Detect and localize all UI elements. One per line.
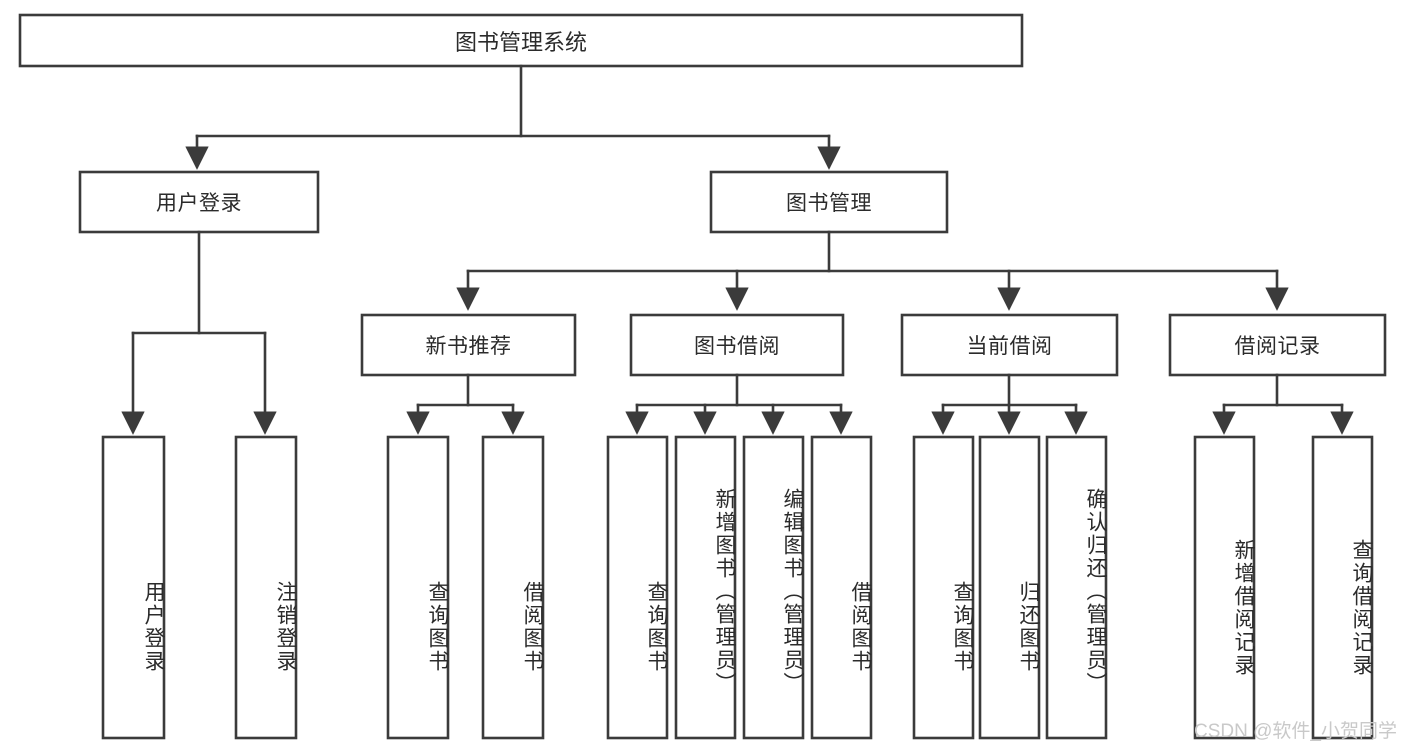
node-book-management[interactable] bbox=[709, 170, 949, 234]
node-current-borrow[interactable] bbox=[900, 313, 1119, 377]
leaf-box-add-book[interactable] bbox=[674, 435, 737, 740]
leaf-box-borrow-book-1[interactable] bbox=[481, 435, 545, 740]
leaf-box-query-book-3[interactable] bbox=[912, 435, 975, 740]
leaf-box-borrow-book-2[interactable] bbox=[810, 435, 873, 740]
leaf-box-confirm-return[interactable] bbox=[1045, 435, 1108, 740]
leaf-box-query-book-1[interactable] bbox=[386, 435, 450, 740]
node-book-borrow[interactable] bbox=[629, 313, 845, 377]
leaf-box-edit-book[interactable] bbox=[742, 435, 805, 740]
node-user-login[interactable] bbox=[78, 170, 320, 234]
leaf-box-logout-login[interactable] bbox=[234, 435, 298, 740]
leaf-box-return-book[interactable] bbox=[978, 435, 1041, 740]
node-new-book-recommend[interactable] bbox=[360, 313, 577, 377]
node-root-book-management-system[interactable] bbox=[18, 13, 1024, 68]
leaf-box-user-login[interactable] bbox=[101, 435, 166, 740]
leaf-box-query-record[interactable] bbox=[1311, 435, 1374, 740]
node-borrow-record[interactable] bbox=[1168, 313, 1387, 377]
leaf-box-add-record[interactable] bbox=[1193, 435, 1256, 740]
leaf-box-query-book-2[interactable] bbox=[606, 435, 669, 740]
